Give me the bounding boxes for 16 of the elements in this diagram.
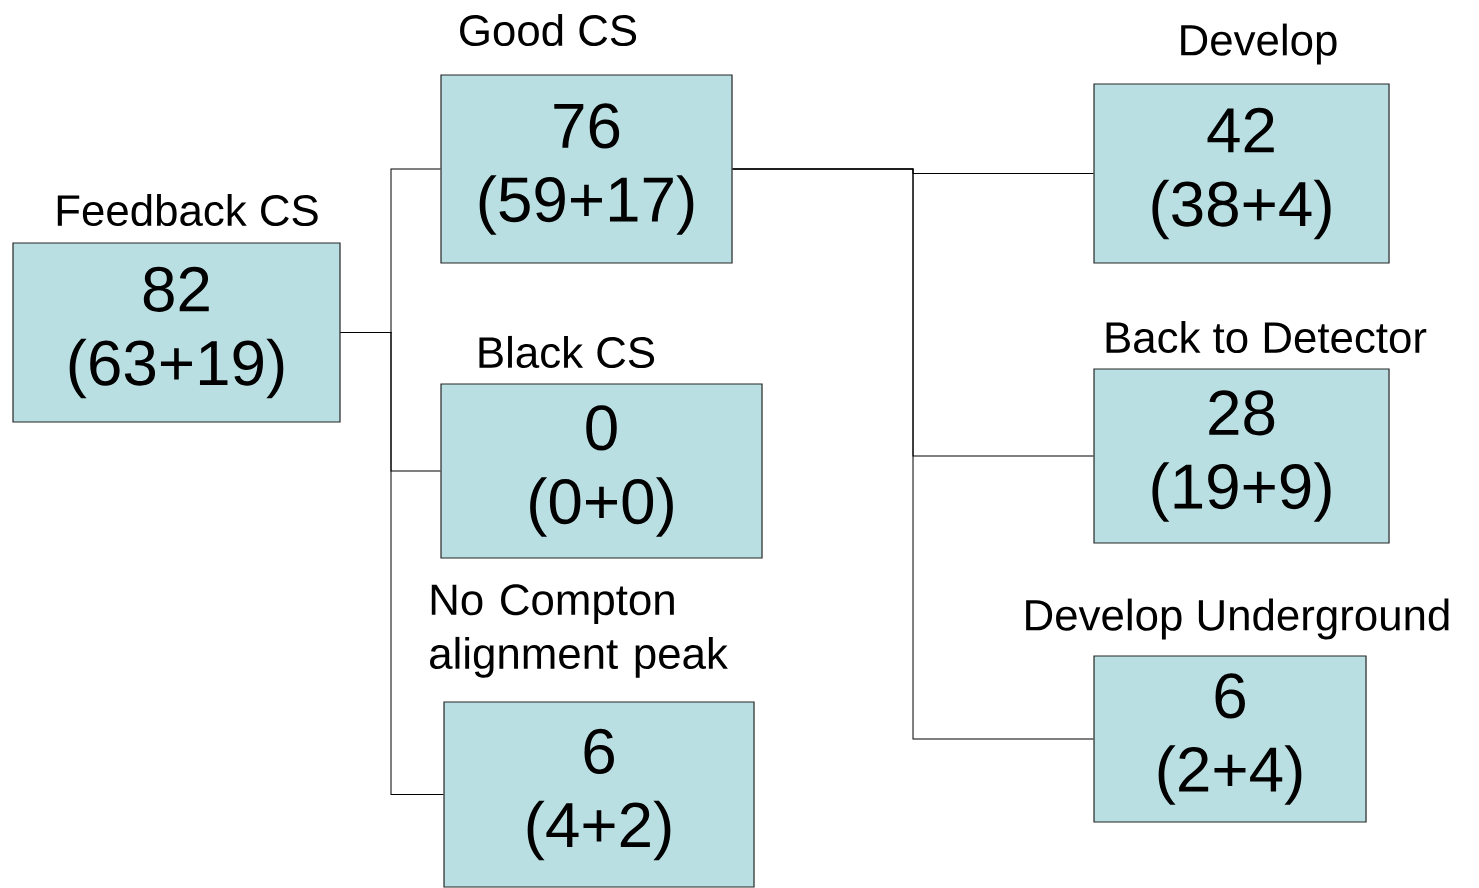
box-heading: Good CS <box>460 13 637 47</box>
count-box: 42 (38+4) <box>1093 83 1390 264</box>
count-box: 28 (19+9) <box>1093 368 1390 544</box>
count-box: 0 (0+0) <box>440 383 763 559</box>
count-box: 82 (63+19) <box>12 242 341 423</box>
count-box: 6 (2+4) <box>1093 655 1367 823</box>
count-box: 76 (59+17) <box>440 74 733 264</box>
box-heading: No Compton alignment peak <box>430 584 728 678</box>
box-heading: Black CS <box>479 335 655 369</box>
box-heading: Develop <box>1181 23 1337 65</box>
box-heading: Develop Underground <box>1026 598 1449 640</box>
connector-line <box>732 168 1094 740</box>
box-heading: Feedback CS <box>57 193 318 227</box>
connector-line <box>340 332 444 795</box>
count-box: 6 (4+2) <box>443 701 755 888</box>
box-heading: Back to Detector <box>1106 320 1427 354</box>
